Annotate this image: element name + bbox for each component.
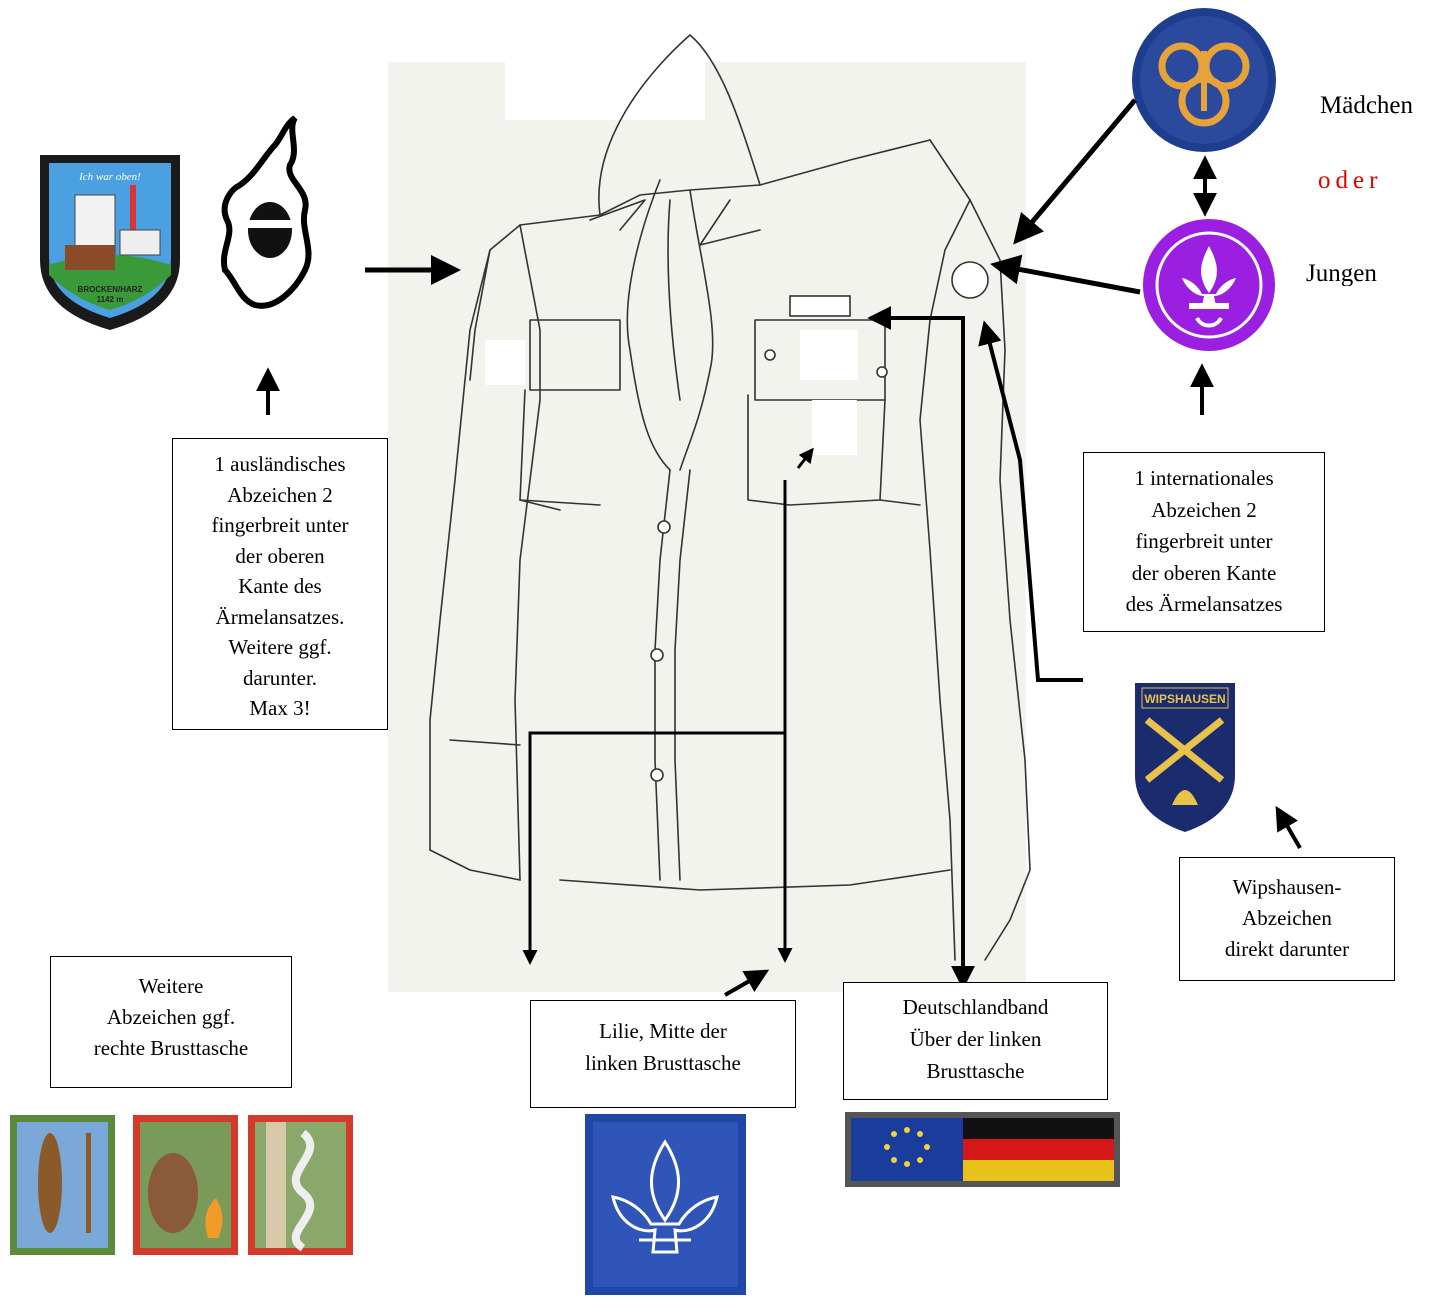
lilie-patch bbox=[585, 1114, 746, 1295]
international-line: fingerbreit unter bbox=[1135, 529, 1273, 553]
international-line: der oberen Kante bbox=[1131, 560, 1277, 585]
neckerchief bbox=[626, 179, 671, 471]
activity-badges bbox=[10, 1115, 353, 1255]
international-line: 1 internationales bbox=[1134, 466, 1274, 490]
deutschlandband-line: Brusttasche bbox=[926, 1059, 1025, 1083]
shirt-button bbox=[650, 648, 664, 662]
shirt-paper-background bbox=[388, 62, 1026, 992]
weitere-line: Abzeichen ggf. bbox=[106, 1005, 236, 1029]
shirt-button bbox=[657, 520, 671, 534]
international-line: des Ärmelansatzes bbox=[1125, 592, 1283, 616]
oder-label: oder bbox=[1318, 167, 1383, 194]
lilie-line: Lilie, Mitte der bbox=[599, 1019, 727, 1043]
weitere-box: Weitere Abzeichen ggf. rechte Brusttasch… bbox=[50, 956, 292, 1088]
international-line: Abzeichen 2 bbox=[1151, 497, 1257, 522]
lilie-box: Lilie, Mitte der linken Brusttasche bbox=[530, 1000, 796, 1108]
deutschlandband-patch bbox=[845, 1112, 1120, 1187]
wipshausen-line: Abzeichen bbox=[1242, 906, 1332, 930]
arrow-maedchen-to-sleeve bbox=[1013, 98, 1137, 245]
deutschlandband-line: Über der linken bbox=[909, 1027, 1042, 1051]
auslaendisch-line: der oberen bbox=[235, 543, 325, 568]
pocket-button bbox=[876, 366, 888, 378]
weitere-line: rechte Brusttasche bbox=[93, 1036, 249, 1060]
brocken-patch-height-text: 1142 m bbox=[97, 295, 124, 304]
wipshausen-line: Wipshausen- bbox=[1232, 875, 1342, 899]
wagggs-girls-patch bbox=[1132, 8, 1276, 152]
wipshausen-line: direkt darunter bbox=[1224, 937, 1350, 961]
international-box: 1 internationales Abzeichen 2 fingerbrei… bbox=[1083, 452, 1325, 632]
jungen-label: Jungen bbox=[1306, 260, 1377, 286]
pocket-button bbox=[764, 349, 776, 361]
shirt-right-side bbox=[929, 139, 1031, 961]
arrow-up-lilie bbox=[724, 969, 770, 997]
arrow-up-wipshausen bbox=[1275, 805, 1302, 850]
shirt-left-side bbox=[429, 214, 601, 851]
arrow-lilie-pocket bbox=[796, 447, 814, 469]
brocken-harz-patch: Ich war oben! BROCKEN/HARZ 1142 m bbox=[40, 155, 180, 330]
shirt-button bbox=[650, 768, 664, 782]
deutschlandband-position bbox=[789, 295, 851, 317]
auslaendisch-line: fingerbreit unter bbox=[211, 513, 349, 537]
auslaendisch-line: darunter. bbox=[242, 665, 318, 690]
wipshausen-box: Wipshausen- Abzeichen direkt darunter bbox=[1179, 857, 1395, 981]
deutschlandband-box: Deutschlandband Über der linken Brusttas… bbox=[843, 982, 1108, 1100]
auslaendisch-line: Abzeichen 2 bbox=[227, 482, 333, 507]
international-badge-position bbox=[951, 261, 989, 299]
auslaendisch-line: Ärmelansatzes. bbox=[215, 604, 345, 629]
wosm-boys-patch bbox=[1143, 219, 1275, 351]
brocken-patch-top-text: Ich war oben! bbox=[78, 171, 141, 183]
auslaendisch-line: 1 ausländisches bbox=[214, 452, 346, 476]
arrow-weitere-connector bbox=[522, 731, 785, 965]
arrow-jungen-to-sleeve bbox=[990, 254, 1141, 295]
arrow-wipshausen-to-sleeve bbox=[978, 320, 1083, 682]
brocken-patch-bottom-text: BROCKEN/HARZ bbox=[78, 285, 143, 294]
lilie-line: linken Brusttasche bbox=[585, 1051, 741, 1075]
arrow-deutschlandband-connector bbox=[867, 306, 965, 975]
corsica-patch bbox=[220, 115, 312, 309]
auslaendisch-line: Weitere ggf. bbox=[228, 635, 332, 659]
maedchen-label: Mädchen bbox=[1320, 92, 1414, 119]
deutschlandband-line: Deutschlandband bbox=[902, 995, 1049, 1019]
weitere-line: Weitere bbox=[138, 974, 204, 998]
shirt-collar bbox=[598, 34, 761, 216]
auslaendisch-line: Kante des bbox=[238, 574, 322, 598]
wipshausen-patch: WIPSHAUSEN bbox=[1135, 683, 1235, 832]
auslaendisch-box: 1 ausländisches Abzeichen 2 fingerbreit … bbox=[172, 438, 388, 730]
wipshausen-patch-text: WIPSHAUSEN bbox=[1144, 692, 1225, 706]
auslaendisch-line: Max 3! bbox=[249, 696, 311, 720]
